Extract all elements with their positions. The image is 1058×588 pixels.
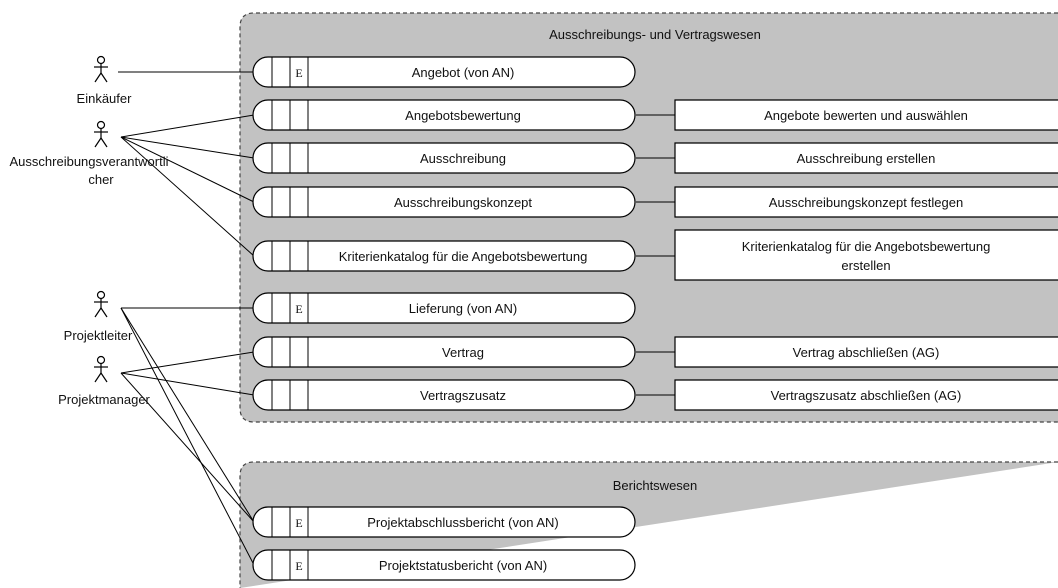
object-label: Ausschreibungskonzept — [394, 195, 532, 210]
activity-label: Ausschreibung erstellen — [797, 151, 936, 166]
activity-label-line2: erstellen — [841, 258, 890, 273]
group-title-berichtswesen: Berichtswesen — [613, 478, 698, 493]
connector-ausschr-konzept — [120, 136, 255, 203]
connector-leiter-abschluss — [120, 307, 255, 523]
activity-label: Vertragszusatz abschließen (AG) — [771, 388, 962, 403]
object-label: Angebot (von AN) — [412, 65, 515, 80]
connector-manager-vertragszusatz — [120, 372, 255, 396]
stick-figure-icon — [94, 120, 108, 148]
connector-leiter-status — [120, 307, 255, 566]
object-marker: E — [295, 516, 302, 530]
object-projektabschlussbericht[interactable]: E Projektabschlussbericht (von AN) — [252, 506, 636, 538]
object-marker: E — [295, 302, 302, 316]
activity-vertrag-abschliessen[interactable]: Vertrag abschließen (AG) — [674, 336, 1058, 368]
object-marker: E — [295, 559, 302, 573]
object-label: Vertrag — [442, 345, 484, 360]
connector-ausschr-ausschreibung — [120, 136, 255, 159]
stick-figure-icon — [94, 290, 108, 318]
actor-label: Projektmanager — [58, 392, 150, 407]
connector-ausschr-kriterien — [120, 136, 255, 257]
object-vertrag[interactable]: Vertrag — [252, 336, 636, 368]
activity-ausschreibung-erstellen[interactable]: Ausschreibung erstellen — [674, 142, 1058, 174]
activity-konzept-festlegen[interactable]: Ausschreibungskonzept festlegen — [674, 186, 1058, 218]
stick-figure-icon — [94, 355, 108, 383]
actor-label: Einkäufer — [77, 91, 133, 106]
actor-projektmanager: Projektmanager — [58, 355, 151, 407]
activity-label: Vertrag abschließen (AG) — [793, 345, 940, 360]
actor-label-line2: cher — [88, 172, 114, 187]
object-projektstatusbericht[interactable]: E Projektstatusbericht (von AN) — [252, 549, 636, 581]
object-label: Ausschreibung — [420, 151, 506, 166]
object-angebot[interactable]: E Angebot (von AN) — [252, 56, 636, 88]
activity-label: Ausschreibungskonzept festlegen — [769, 195, 963, 210]
object-vertragszusatz[interactable]: Vertragszusatz — [252, 379, 636, 411]
actor-label-line1: Ausschreibungsverantwortli — [10, 154, 169, 169]
actor-ausschreibungsverantwortlicher: Ausschreibungsverantwortli cher — [10, 120, 169, 187]
object-marker: E — [295, 66, 302, 80]
actor-einkaeufer: Einkäufer — [77, 55, 133, 106]
activity-angebote-bewerten[interactable]: Angebote bewerten und auswählen — [674, 99, 1058, 131]
stick-figure-icon — [94, 55, 108, 83]
activity-label: Angebote bewerten und auswählen — [764, 108, 968, 123]
object-label: Angebotsbewertung — [405, 108, 521, 123]
connector-manager-vertrag — [120, 351, 255, 374]
group-title-ausschreibung: Ausschreibungs- und Vertragswesen — [549, 27, 761, 42]
object-ausschreibungskonzept[interactable]: Ausschreibungskonzept — [252, 186, 636, 218]
connector-manager-abschluss — [120, 372, 255, 523]
activity-connections — [636, 114, 675, 396]
object-label: Kriterienkatalog für die Angebotsbewertu… — [339, 249, 588, 264]
object-ausschreibung[interactable]: Ausschreibung — [252, 142, 636, 174]
object-kriterienkatalog[interactable]: Kriterienkatalog für die Angebotsbewertu… — [252, 240, 636, 272]
object-angebotsbewertung[interactable]: Angebotsbewertung — [252, 99, 636, 131]
object-label: Projektabschlussbericht (von AN) — [367, 515, 558, 530]
activity-label-line1: Kriterienkatalog für die Angebotsbewertu… — [742, 239, 991, 254]
activity-kriterienkatalog-erstellen[interactable]: Kriterienkatalog für die Angebotsbewertu… — [674, 229, 1058, 281]
actor-projektleiter: Projektleiter — [64, 290, 133, 343]
actor-label: Projektleiter — [64, 328, 133, 343]
connector-ausschr-angebotsbewertung — [120, 114, 255, 138]
actor-connections — [118, 71, 255, 566]
object-lieferung[interactable]: E Lieferung (von AN) — [252, 292, 636, 324]
object-label: Vertragszusatz — [420, 388, 506, 403]
object-label: Projektstatusbericht (von AN) — [379, 558, 547, 573]
activity-vertragszusatz-abschliessen[interactable]: Vertragszusatz abschließen (AG) — [674, 379, 1058, 411]
object-label: Lieferung (von AN) — [409, 301, 517, 316]
